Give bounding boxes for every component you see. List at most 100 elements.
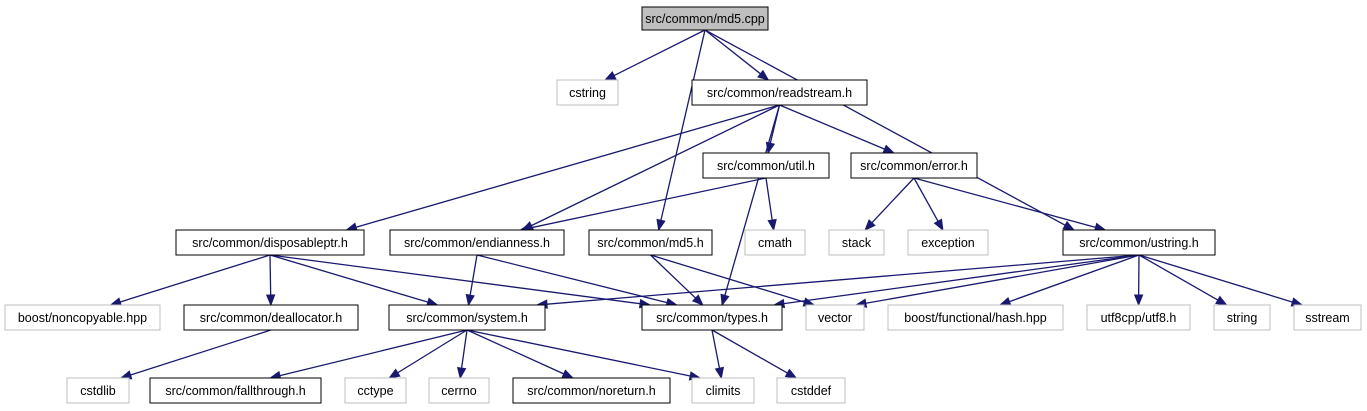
node-system[interactable]: src/common/system.h bbox=[388, 304, 546, 331]
node-label: cstring bbox=[569, 86, 606, 100]
edge-arrowhead bbox=[1133, 294, 1144, 307]
edge-ustring-to-vector bbox=[854, 254, 1140, 308]
node-label: cmath bbox=[758, 236, 792, 250]
node-noreturn[interactable]: src/common/noreturn.h bbox=[512, 377, 671, 404]
node-cerrno: cerrno bbox=[428, 377, 490, 404]
node-label: stack bbox=[842, 236, 872, 250]
node-readstream[interactable]: src/common/readstream.h bbox=[691, 79, 868, 106]
node-box bbox=[512, 377, 671, 404]
edge-line bbox=[650, 254, 805, 303]
edge-line bbox=[269, 254, 641, 305]
edge-endianness-to-system bbox=[465, 254, 478, 307]
edge-line bbox=[871, 177, 915, 224]
node-types[interactable]: src/common/types.h bbox=[641, 304, 783, 331]
node-box bbox=[1062, 229, 1216, 256]
node-deallocator[interactable]: src/common/deallocator.h bbox=[183, 304, 359, 331]
node-box bbox=[149, 377, 322, 404]
node-box bbox=[641, 6, 769, 31]
edge-util-to-endianness bbox=[519, 177, 767, 233]
edge-arrowhead bbox=[691, 294, 704, 306]
node-box bbox=[702, 152, 830, 179]
node-ustring[interactable]: src/common/ustring.h bbox=[1062, 229, 1216, 256]
node-cctype: cctype bbox=[344, 377, 407, 404]
node-box bbox=[389, 229, 565, 256]
edge-endianness-to-types bbox=[476, 254, 679, 308]
edge-arrowhead bbox=[1062, 220, 1076, 231]
edge-arrowhead bbox=[265, 294, 276, 307]
node-sstream: sstream bbox=[1293, 304, 1362, 331]
edge-error-to-exception bbox=[913, 177, 944, 232]
node-cstdlib: cstdlib bbox=[66, 377, 130, 404]
edge-line bbox=[865, 254, 1140, 304]
node-endianness[interactable]: src/common/endianness.h bbox=[389, 229, 565, 256]
node-fallthrough[interactable]: src/common/fallthrough.h bbox=[149, 377, 322, 404]
node-box bbox=[588, 229, 713, 256]
node-box bbox=[428, 377, 490, 404]
node-noncopyable: boost/noncopyable.hpp bbox=[4, 304, 161, 331]
node-label: src/common/endianness.h bbox=[404, 236, 550, 250]
edge-arrowhead bbox=[561, 369, 575, 379]
edge-arrowhead bbox=[656, 218, 666, 232]
edge-line bbox=[269, 254, 272, 296]
node-hash: boost/functional/hash.hpp bbox=[887, 304, 1064, 331]
edge-line bbox=[460, 329, 468, 369]
edge-arrowhead bbox=[714, 366, 724, 380]
edge-line bbox=[704, 29, 1066, 226]
node-cstddef: cstddef bbox=[776, 377, 846, 404]
edge-arrowhead bbox=[1215, 295, 1228, 306]
edge-line bbox=[355, 104, 780, 228]
edge-line bbox=[476, 254, 668, 304]
edge-arrowhead bbox=[933, 218, 944, 232]
node-label: src/common/util.h bbox=[717, 159, 815, 173]
edge-line bbox=[704, 29, 761, 75]
node-box bbox=[776, 377, 846, 404]
node-label: sstream bbox=[1305, 311, 1349, 325]
node-label: src/common/md5.cpp bbox=[645, 12, 765, 26]
node-box bbox=[641, 304, 783, 331]
node-box bbox=[1293, 304, 1362, 331]
node-disposable[interactable]: src/common/disposableptr.h bbox=[175, 229, 365, 256]
edge-arrowhead bbox=[720, 293, 730, 307]
edge-line bbox=[130, 329, 272, 376]
edge-line bbox=[531, 104, 780, 227]
edge-md5cpp-to-readstream bbox=[704, 29, 770, 81]
edge-line bbox=[269, 254, 429, 303]
edge-error-to-stack bbox=[864, 177, 915, 231]
node-label: src/common/deallocator.h bbox=[200, 311, 342, 325]
node-label: src/common/system.h bbox=[406, 311, 528, 325]
node-label: string bbox=[1227, 311, 1258, 325]
edge-arrowhead bbox=[998, 296, 1012, 306]
edge-arrowhead bbox=[465, 293, 475, 307]
node-label: src/common/types.h bbox=[656, 311, 768, 325]
edge-line bbox=[1138, 254, 1219, 301]
node-error[interactable]: src/common/error.h bbox=[850, 152, 978, 179]
edge-line bbox=[466, 329, 564, 375]
edge-line bbox=[397, 329, 468, 374]
edge-md5cpp-to-ustring bbox=[704, 29, 1076, 231]
node-label: vector bbox=[818, 311, 852, 325]
edge-line bbox=[724, 104, 781, 296]
node-md5cpp[interactable]: src/common/md5.cpp bbox=[641, 6, 769, 31]
edge-system-to-fallthrough bbox=[268, 329, 468, 381]
node-util[interactable]: src/common/util.h bbox=[702, 152, 830, 179]
node-exception: exception bbox=[907, 229, 989, 256]
node-box bbox=[805, 304, 865, 331]
edge-line bbox=[711, 329, 788, 374]
edge-line bbox=[613, 29, 706, 77]
edge-line bbox=[279, 329, 468, 377]
edge-types-to-cstddef bbox=[711, 329, 798, 379]
node-box bbox=[388, 304, 546, 331]
edge-line bbox=[711, 329, 721, 369]
node-label: cstdlib bbox=[80, 384, 115, 398]
node-vector: vector bbox=[805, 304, 865, 331]
edge-readstream-to-error bbox=[779, 104, 896, 154]
edge-system-to-cerrno bbox=[456, 329, 468, 380]
edge-arrowhead bbox=[388, 368, 401, 379]
node-md5h[interactable]: src/common/md5.h bbox=[588, 229, 713, 256]
node-label: src/common/readstream.h bbox=[707, 86, 852, 100]
nodes-layer: src/common/md5.cpp cstring src/common/read… bbox=[4, 6, 1362, 404]
edge-system-to-noreturn bbox=[466, 329, 575, 379]
edge-ustring-to-hash bbox=[998, 254, 1140, 306]
edge-system-to-cctype bbox=[388, 329, 468, 379]
